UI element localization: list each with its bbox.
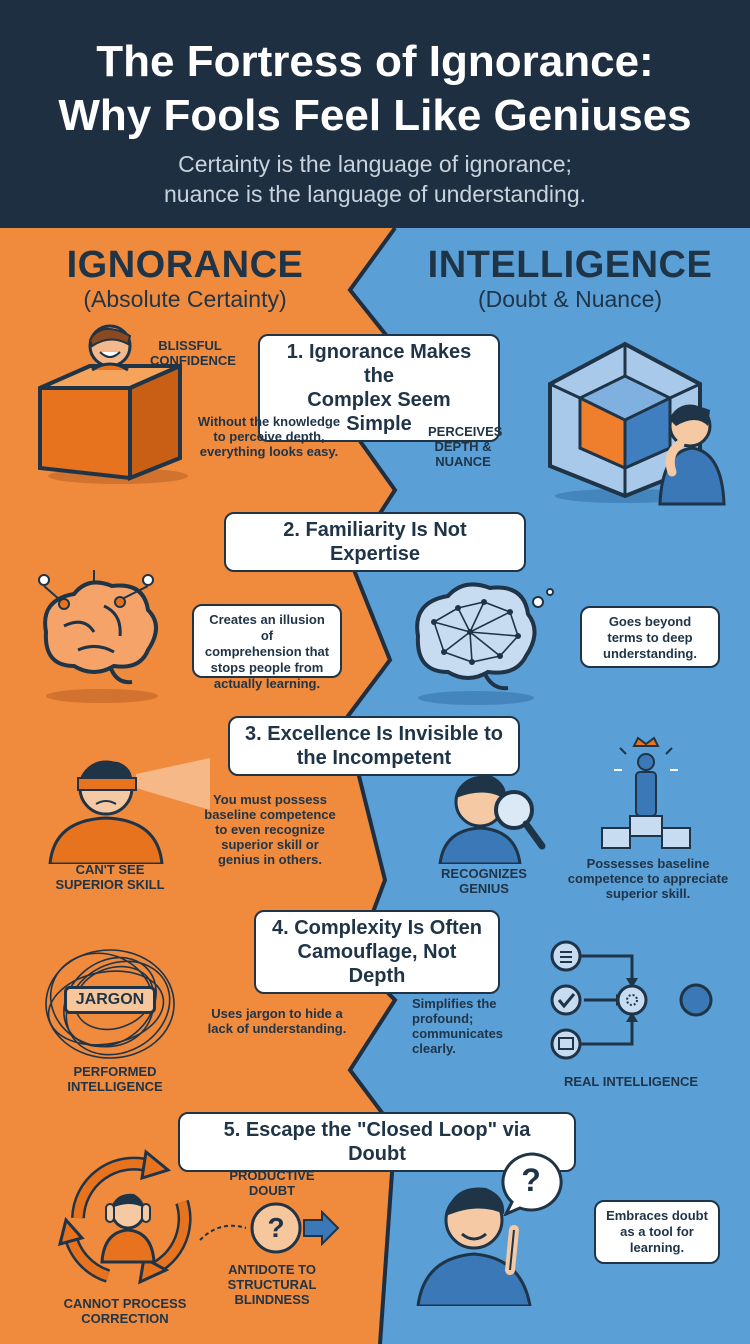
magnifier-person-icon [438, 775, 546, 864]
tangled-scribble-icon [45, 949, 175, 1059]
closed-loop-person-icon [57, 1149, 192, 1285]
pointing-person-icon [416, 1187, 532, 1306]
ignorance-heading: IGNORANCE [66, 244, 304, 286]
doubt-question-mark: ? [267, 1212, 285, 1243]
network-brain-icon [415, 582, 554, 705]
subtitle-line1: Certainty is the language of ignorance; [178, 151, 572, 177]
shallow-brain-icon [38, 570, 158, 703]
ignorance-subheading: (Absolute Certainty) [83, 286, 287, 312]
flow-diagram-icon [550, 940, 713, 1060]
thinking-person-icon [658, 404, 726, 506]
intelligence-panel [345, 228, 750, 1344]
blindfold-person-icon [48, 758, 210, 864]
intelligence-subheading: (Doubt & Nuance) [477, 286, 663, 312]
layered-cube-icon [548, 341, 726, 506]
section2-heading: 2. Familiarity Is Not Expertise [224, 512, 526, 572]
page-title-line2: Why Fools Feel Like Geniuses [58, 91, 692, 140]
jargon-label: JARGON [64, 986, 156, 1014]
intelligence-heading: INTELLIGENCE [427, 244, 713, 286]
question-arrow-icon [199, 1202, 340, 1254]
real-intelligence-caption: REAL INTELLIGENCE [563, 1074, 699, 1089]
question-bubble-icon [501, 1152, 563, 1216]
podium-crown-icon [601, 736, 691, 849]
bubble-question-mark: ? [521, 1162, 541, 1198]
subtitle-line2: nuance is the language of understanding. [164, 181, 586, 207]
page-title-line1: The Fortress of Ignorance: [96, 37, 654, 86]
section5-heading: 5. Escape the "Closed Loop" via Doubt [178, 1112, 576, 1172]
header-band [0, 0, 750, 228]
simple-cube-icon [38, 324, 188, 484]
